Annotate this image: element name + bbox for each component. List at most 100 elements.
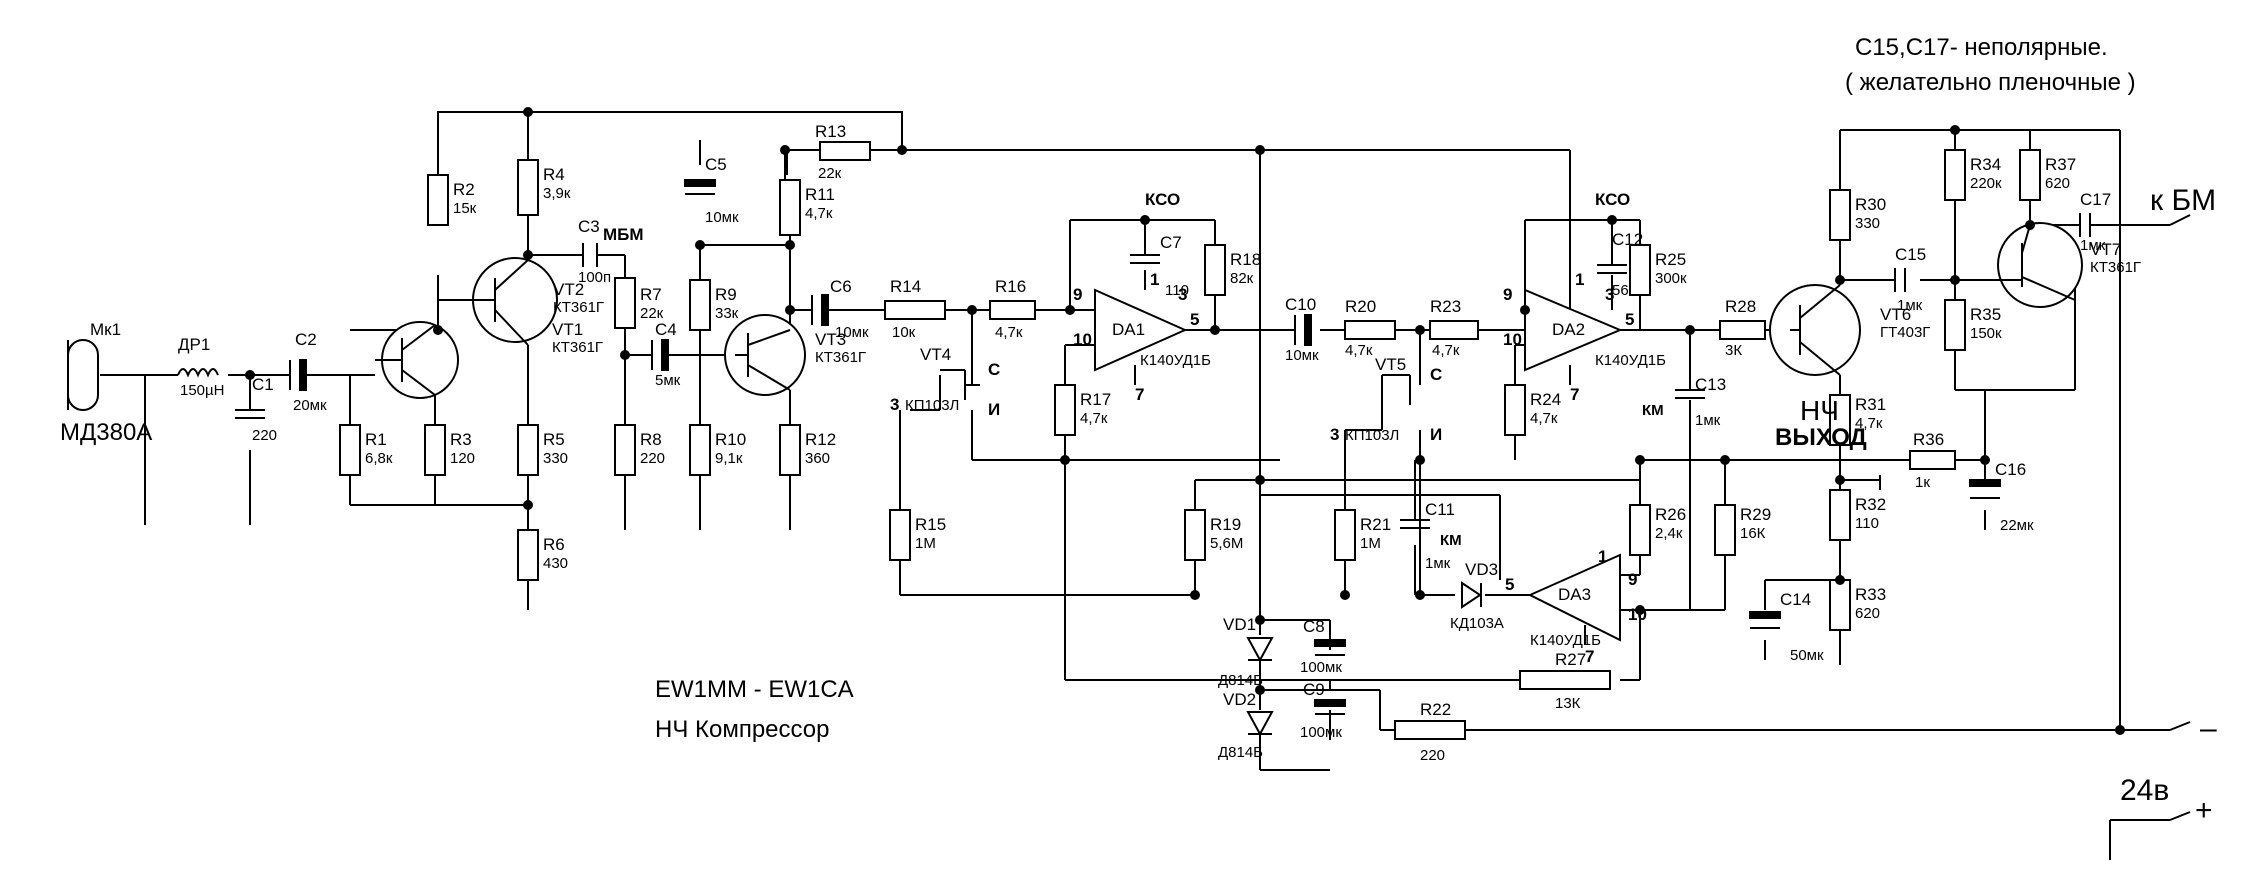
opamp-da2 bbox=[1524, 288, 1623, 372]
ref-r37: R37 bbox=[2045, 155, 2076, 174]
value-da3: К140УД1Б bbox=[1530, 632, 1601, 649]
value-vd1: Д814Б bbox=[1218, 672, 1263, 689]
pin-da1-5: 7 bbox=[1135, 385, 1144, 404]
value-c13: 1мк bbox=[1695, 412, 1721, 429]
ref-r12: R12 bbox=[805, 430, 836, 449]
value-r30: 330 bbox=[1855, 215, 1880, 232]
resistor-r22 bbox=[1394, 720, 1466, 740]
mark-km-c13: КМ bbox=[1642, 402, 1664, 419]
value-r18: 82к bbox=[1230, 270, 1254, 287]
value-r21: 1М bbox=[1360, 535, 1381, 552]
ref-c7: C7 bbox=[1160, 233, 1182, 252]
ref-r9: R9 bbox=[715, 285, 737, 304]
value-c10: 10мк bbox=[1285, 347, 1319, 364]
resistor-r19 bbox=[1184, 509, 1206, 561]
resistor-r24 bbox=[1504, 384, 1526, 436]
microphone-symbol bbox=[67, 339, 99, 411]
resistor-r30 bbox=[1829, 189, 1851, 241]
resistor-r10 bbox=[689, 424, 711, 476]
wires bbox=[100, 111, 2191, 860]
resistor-r2 bbox=[427, 174, 449, 226]
pin-da2-2: 1 bbox=[1575, 270, 1584, 289]
ref-c15: C15 bbox=[1895, 245, 1926, 264]
pin-da1-0: 9 bbox=[1073, 285, 1082, 304]
terminal-plus: + bbox=[2195, 794, 2213, 827]
mark-mbm: МБМ bbox=[603, 225, 644, 244]
pin-da1-2: 1 bbox=[1150, 270, 1159, 289]
value-vt1: КТ361Г bbox=[552, 339, 603, 356]
value-r22: 220 bbox=[1420, 747, 1445, 764]
pin-da3-0: 1 bbox=[1598, 547, 1607, 566]
note-line-1: C15,C17- неполярные. bbox=[1855, 34, 2108, 61]
resistor-r14 bbox=[884, 300, 946, 320]
resistor-r12 bbox=[779, 424, 801, 476]
transistor-vt7 bbox=[1997, 222, 2083, 308]
value-vd3: КД103А bbox=[1450, 615, 1504, 632]
resistor-r13 bbox=[819, 141, 871, 161]
value-vt4: КП103Л bbox=[905, 397, 959, 414]
transistor-vt3 bbox=[724, 314, 806, 396]
ref-da1: DA1 bbox=[1112, 320, 1145, 339]
value-r34: 220к bbox=[1970, 175, 2002, 192]
pin-vt5-2: И bbox=[1430, 425, 1442, 444]
ref-r35: R35 bbox=[1970, 305, 2001, 324]
ref-r34: R34 bbox=[1970, 155, 2001, 174]
resistor-r29 bbox=[1714, 504, 1736, 556]
pin-da1-3: 3 bbox=[1178, 285, 1187, 304]
ref-r24: R24 bbox=[1530, 390, 1561, 409]
ref-r7: R7 bbox=[640, 285, 662, 304]
value-r3: 120 bbox=[450, 450, 475, 467]
ref-r14: R14 bbox=[890, 277, 921, 296]
value-r1: 6,8к bbox=[365, 450, 393, 467]
pin-da3-1: 9 bbox=[1628, 570, 1637, 589]
value-r26: 2,4к bbox=[1655, 525, 1683, 542]
value-c16: 22мк bbox=[2000, 517, 2034, 534]
resistor-r17 bbox=[1054, 384, 1076, 436]
value-r37: 620 bbox=[2045, 175, 2070, 192]
inductor-dr1 bbox=[177, 368, 219, 378]
ref-r28: R28 bbox=[1725, 297, 1756, 316]
value-c12: 56 bbox=[1612, 282, 1629, 299]
ref-r26: R26 bbox=[1655, 505, 1686, 524]
terminal-supply: 24в bbox=[2120, 774, 2169, 807]
ref-r27: R27 bbox=[1555, 650, 1586, 669]
value-c7: 110 bbox=[1165, 282, 1189, 299]
ref-c12: C12 bbox=[1612, 230, 1643, 249]
ref-r15: R15 bbox=[915, 515, 946, 534]
resistor-r21 bbox=[1334, 509, 1356, 561]
ref-vt6: VT6 bbox=[1880, 305, 1911, 324]
value-r9: 33к bbox=[715, 305, 739, 322]
ref-c10: C10 bbox=[1285, 295, 1316, 314]
value-r7: 22к bbox=[640, 305, 664, 322]
value-r36: 1к bbox=[1915, 474, 1930, 491]
resistor-r4 bbox=[517, 159, 539, 216]
value-r17: 4,7к bbox=[1080, 410, 1108, 427]
value-r4: 3,9к bbox=[543, 185, 571, 202]
terminal-lf-out-2: ВЫХОД bbox=[1775, 424, 1867, 451]
value-r20: 4,7к bbox=[1345, 342, 1373, 359]
value-r32: 110 bbox=[1855, 515, 1879, 532]
resistor-r18 bbox=[1204, 244, 1226, 296]
value-r19: 5,6М bbox=[1210, 535, 1243, 552]
value-r14: 10к bbox=[892, 324, 916, 341]
mark-km-vt5: КМ bbox=[1440, 532, 1462, 549]
component-shapes bbox=[67, 141, 2091, 740]
ref-r36: R36 bbox=[1913, 430, 1944, 449]
note-line-2: ( желательно пленочные ) bbox=[1845, 69, 2136, 96]
ref-vd1: VD1 bbox=[1223, 615, 1256, 634]
pin-vt4-0: 3 bbox=[890, 395, 899, 414]
pin-da2-0: 9 bbox=[1503, 285, 1512, 304]
zener-vd2 bbox=[1246, 711, 1274, 737]
value-r5: 330 bbox=[543, 450, 568, 467]
value-др1: 150µH bbox=[180, 382, 225, 399]
pin-da2-3: 3 bbox=[1605, 285, 1614, 304]
value-r24: 4,7к bbox=[1530, 410, 1558, 427]
ref-c1: C1 bbox=[252, 375, 274, 394]
terminal-lf-out-1: НЧ bbox=[1800, 395, 1839, 426]
ref-r31: R31 bbox=[1855, 395, 1886, 414]
ref-vt1: VT1 bbox=[552, 320, 583, 339]
value-r8: 220 bbox=[640, 450, 665, 467]
value-r25: 300к bbox=[1655, 270, 1687, 287]
ref-c3: C3 bbox=[578, 217, 600, 236]
value-da2: К140УД1Б bbox=[1595, 352, 1666, 369]
